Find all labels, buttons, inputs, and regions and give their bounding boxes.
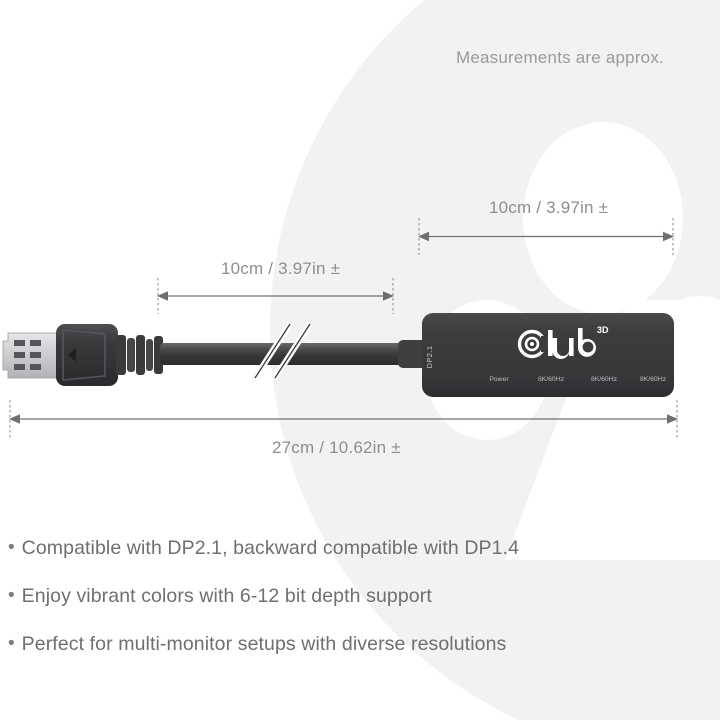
feature-item: • Compatible with DP2.1, backward compat… bbox=[8, 536, 708, 560]
displayport-connector bbox=[2, 324, 118, 386]
dimension-label-cable-length: 10cm / 3.97in ± bbox=[221, 259, 341, 278]
feature-text: Perfect for multi-monitor setups with di… bbox=[21, 633, 507, 655]
arrowhead-right-icon bbox=[383, 291, 394, 301]
hub-port-label-1: 8K/60Hz bbox=[538, 376, 565, 383]
feature-text: Compatible with DP2.1, backward compatib… bbox=[21, 537, 520, 559]
connector-pin bbox=[30, 340, 41, 346]
arrowhead-left-icon bbox=[418, 231, 429, 242]
bullet-marker-icon: • bbox=[8, 585, 15, 606]
hub-input-port-label: DP2.1 bbox=[425, 346, 434, 369]
logo-superscript: 3D bbox=[597, 325, 609, 335]
arrowhead-right-icon bbox=[663, 231, 674, 242]
dimension-arrow-cable-length bbox=[157, 278, 394, 314]
connector-pin bbox=[30, 364, 41, 370]
feature-list: • Compatible with DP2.1, backward compat… bbox=[8, 536, 708, 680]
connector-top-ridge bbox=[74, 324, 86, 329]
arrowhead-left-icon bbox=[9, 414, 20, 424]
connector-arrow-mark-icon bbox=[68, 348, 76, 362]
feature-text: Enjoy vibrant colors with 6-12 bit depth… bbox=[21, 585, 432, 607]
arrowhead-left-icon bbox=[157, 291, 168, 301]
connector-pin bbox=[14, 352, 25, 358]
connector-pin bbox=[14, 340, 25, 346]
dock-hub-body: DP2.1 3D Power 8K/60Hz 8K/60Hz bbox=[422, 313, 674, 397]
hub-port-label-0: Power bbox=[489, 376, 509, 383]
bullet-marker-icon: • bbox=[8, 537, 15, 558]
feature-item: • Perfect for multi-monitor setups with … bbox=[8, 632, 708, 656]
dimension-label-total-length: 27cm / 10.62in ± bbox=[272, 438, 401, 457]
connector-pin bbox=[30, 352, 41, 358]
dimension-arrow-hub-length bbox=[418, 218, 674, 255]
hub-port-label-2: 8K/60Hz bbox=[591, 376, 618, 383]
product-illustration: DP2.1 3D Power 8K/60Hz 8K/60Hz bbox=[2, 313, 674, 397]
bullet-marker-icon: • bbox=[8, 633, 15, 654]
connector-top-ridge bbox=[90, 324, 102, 329]
cable-strain-relief bbox=[116, 335, 163, 375]
measurements-note: Measurements are approx. bbox=[456, 48, 664, 67]
feature-item: • Enjoy vibrant colors with 6-12 bit dep… bbox=[8, 584, 708, 608]
connector-pin bbox=[14, 364, 25, 370]
connector-notch-outline bbox=[62, 329, 106, 381]
arrowhead-right-icon bbox=[667, 414, 678, 424]
hub-port-label-3: 8K/60Hz bbox=[640, 376, 667, 383]
connector-housing bbox=[56, 324, 118, 386]
dimension-label-hub-length: 10cm / 3.97in ± bbox=[489, 198, 609, 217]
dimension-arrow-total-length bbox=[9, 400, 678, 438]
